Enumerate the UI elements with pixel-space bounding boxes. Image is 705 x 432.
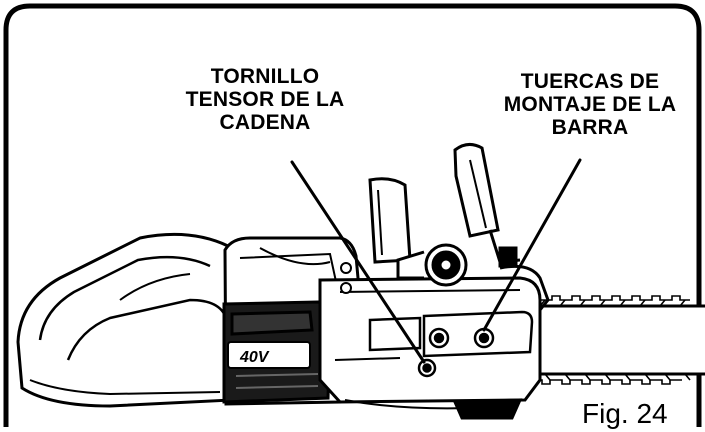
chain-brake — [398, 144, 520, 285]
callout-line: TUERCAS DE — [495, 70, 685, 93]
rear-handle — [18, 234, 240, 406]
guide-bar — [520, 306, 705, 374]
battery-label: 40V — [239, 349, 270, 366]
callout-bar-mounting-nuts: TUERCAS DE MONTAJE DE LA BARRA — [495, 70, 685, 139]
callout-chain-tensioning-screw: TORNILLO TENSOR DE LA CADENA — [185, 65, 345, 134]
callout-line: TENSOR DE LA — [185, 88, 345, 111]
callout-line: TORNILLO — [185, 65, 345, 88]
callout-line: MONTAJE DE LA — [495, 93, 685, 116]
figure-label: Fig. 24 — [578, 397, 674, 431]
callout-line: BARRA — [495, 116, 685, 139]
callout-line: CADENA — [185, 111, 345, 134]
top-handle — [370, 179, 410, 262]
tensioning-screw — [419, 360, 435, 376]
